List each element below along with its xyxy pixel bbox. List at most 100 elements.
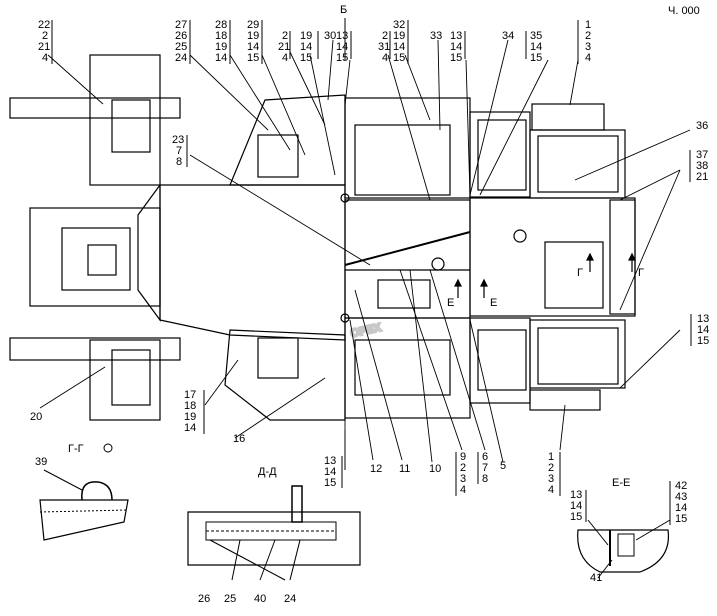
plan-view bbox=[9, 54, 636, 421]
svg-text:19: 19 bbox=[300, 30, 312, 42]
lower-tank-window bbox=[111, 349, 151, 406]
callout-7: 30 bbox=[324, 30, 336, 42]
right-panel bbox=[544, 241, 604, 309]
svg-text:15: 15 bbox=[675, 513, 687, 525]
svg-text:15: 15 bbox=[450, 52, 462, 64]
section-ee: Е-Е bbox=[577, 477, 671, 579]
lower-cab-left bbox=[224, 329, 346, 421]
svg-text:11: 11 bbox=[399, 463, 410, 475]
svg-text:3: 3 bbox=[460, 473, 466, 485]
svg-text:23: 23 bbox=[172, 134, 184, 146]
callout-27: 10 bbox=[429, 463, 441, 475]
svg-text:15: 15 bbox=[393, 52, 405, 64]
svg-text:3: 3 bbox=[585, 41, 591, 53]
svg-text:9: 9 bbox=[460, 451, 466, 463]
svg-text:18: 18 bbox=[184, 400, 196, 412]
upper-roof-box bbox=[531, 103, 605, 131]
upper-cab-far-door bbox=[537, 135, 619, 193]
callout-35: 26 bbox=[198, 593, 210, 605]
svg-text:36: 36 bbox=[696, 120, 708, 132]
callout-26: 11 bbox=[399, 463, 410, 475]
svg-text:18: 18 bbox=[215, 30, 227, 42]
callout-38: 24 bbox=[284, 593, 296, 605]
svg-text:13: 13 bbox=[697, 313, 709, 325]
svg-text:13: 13 bbox=[570, 489, 582, 501]
corner-mark: Ч. 000 bbox=[668, 5, 700, 17]
svg-text:12: 12 bbox=[370, 463, 382, 475]
svg-text:14: 14 bbox=[450, 41, 462, 53]
pivot-right-lower bbox=[431, 257, 445, 271]
pivot-upper bbox=[340, 193, 350, 203]
callout-23: 39 bbox=[35, 456, 47, 468]
section-markers bbox=[454, 252, 636, 298]
svg-text:14: 14 bbox=[300, 41, 312, 53]
svg-text:33: 33 bbox=[430, 30, 442, 42]
svg-text:21: 21 bbox=[696, 171, 708, 183]
svg-text:25: 25 bbox=[175, 41, 187, 53]
callout-30: 5 bbox=[500, 460, 506, 472]
svg-text:15: 15 bbox=[300, 52, 312, 64]
upper-cab-right-door bbox=[477, 119, 527, 191]
svg-text:31: 31 bbox=[378, 41, 390, 53]
section-dd: Д-Д bbox=[187, 466, 361, 581]
svg-text:1: 1 bbox=[548, 451, 554, 463]
svg-text:14: 14 bbox=[675, 502, 687, 514]
callout-34: 41 bbox=[590, 572, 602, 584]
svg-text:5: 5 bbox=[500, 460, 506, 472]
section-ee-title: Е-Е bbox=[612, 477, 630, 489]
svg-text:14: 14 bbox=[247, 41, 259, 53]
lower-tank bbox=[89, 339, 161, 421]
svg-text:4: 4 bbox=[460, 484, 466, 496]
svg-text:37: 37 bbox=[696, 149, 708, 161]
callout-37: 40 bbox=[254, 593, 266, 605]
svg-text:19: 19 bbox=[184, 411, 196, 423]
marker-e-right: Е bbox=[490, 297, 497, 309]
svg-text:7: 7 bbox=[176, 145, 182, 157]
svg-text:4: 4 bbox=[382, 52, 388, 64]
front-bracket-inner bbox=[61, 227, 131, 291]
svg-text:35: 35 bbox=[530, 30, 542, 42]
svg-text:21: 21 bbox=[38, 41, 50, 53]
callout-29: 678 bbox=[477, 451, 488, 485]
svg-text:21: 21 bbox=[278, 41, 290, 53]
svg-text:14: 14 bbox=[215, 52, 227, 64]
marker-e-left: Е bbox=[447, 297, 454, 309]
svg-text:16: 16 bbox=[233, 433, 245, 445]
callout-11: 33 bbox=[430, 30, 442, 42]
svg-text:14: 14 bbox=[336, 41, 348, 53]
section-dd-title: Д-Д bbox=[258, 466, 277, 478]
svg-text:15: 15 bbox=[530, 52, 542, 64]
svg-text:3: 3 bbox=[548, 473, 554, 485]
svg-text:43: 43 bbox=[675, 491, 687, 503]
svg-text:20: 20 bbox=[30, 411, 42, 423]
leader-lines bbox=[39, 39, 691, 463]
section-gg: Г-Г bbox=[39, 443, 129, 541]
svg-text:19: 19 bbox=[393, 30, 405, 42]
svg-text:38: 38 bbox=[696, 160, 708, 172]
svg-text:24: 24 bbox=[175, 52, 187, 64]
svg-text:10: 10 bbox=[429, 463, 441, 475]
svg-text:2: 2 bbox=[460, 462, 466, 474]
right-edge-frame bbox=[609, 199, 636, 315]
svg-text:42: 42 bbox=[675, 480, 687, 492]
svg-text:2: 2 bbox=[42, 30, 48, 42]
svg-text:14: 14 bbox=[570, 500, 582, 512]
pivot-right bbox=[513, 229, 527, 243]
svg-text:6: 6 bbox=[482, 451, 488, 463]
svg-text:4: 4 bbox=[548, 484, 554, 496]
svg-text:14: 14 bbox=[184, 422, 196, 434]
callout-25: 12 bbox=[370, 463, 382, 475]
svg-text:15: 15 bbox=[324, 477, 336, 489]
frame-left-taper bbox=[137, 183, 161, 322]
upper-cab-mid bbox=[344, 97, 471, 199]
